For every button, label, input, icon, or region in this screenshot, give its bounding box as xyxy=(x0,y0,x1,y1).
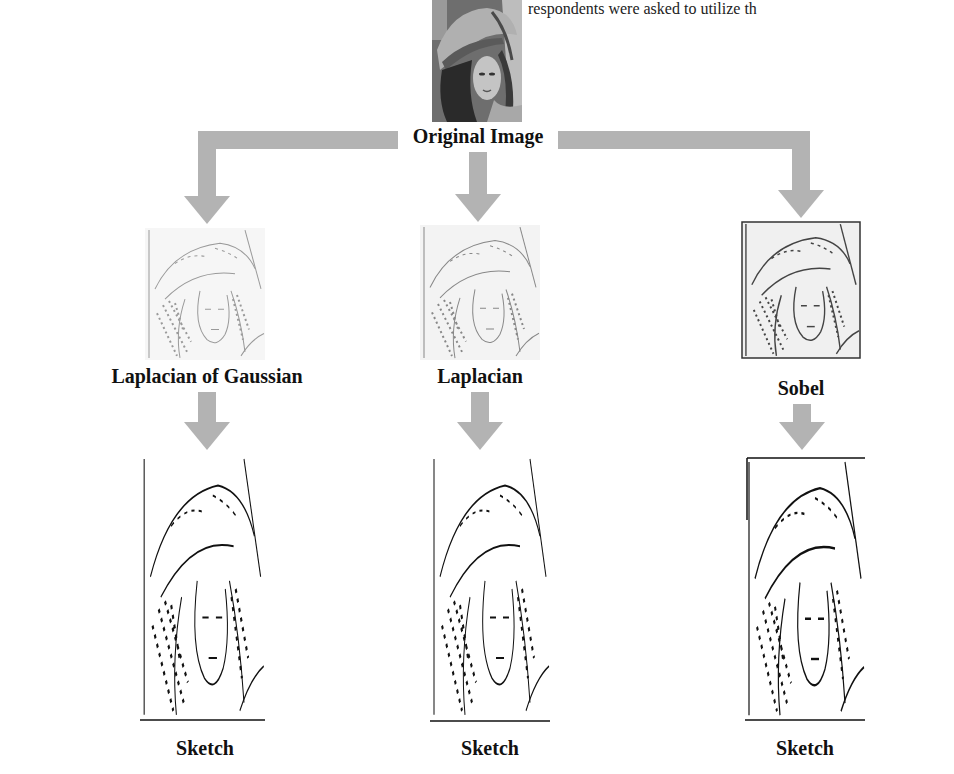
sketch-image xyxy=(745,458,865,720)
flow-arrow xyxy=(455,152,501,222)
image-panel: Sobel xyxy=(726,220,876,400)
image-caption: Sobel xyxy=(778,376,825,400)
sketch-lines xyxy=(434,459,549,715)
image-area xyxy=(400,0,556,124)
photo-eye xyxy=(489,73,495,76)
image-caption: Original Image xyxy=(413,124,544,148)
laplacian-image xyxy=(420,225,540,360)
image-ground xyxy=(742,222,860,358)
arrow-head xyxy=(457,422,503,450)
flow-arrow xyxy=(558,140,824,218)
photo-shoulder xyxy=(487,100,522,122)
arrow-shaft xyxy=(469,152,487,195)
image-caption: Sketch xyxy=(461,736,519,760)
image-caption: Laplacian of Gaussian xyxy=(111,364,302,388)
sketch-image xyxy=(430,459,550,721)
image-panel: Sketch xyxy=(730,452,880,760)
photo-feather xyxy=(492,12,512,60)
sobel-image xyxy=(742,222,860,358)
photo-face xyxy=(473,56,501,100)
running-text: respondents were asked to utilize th xyxy=(528,0,757,18)
image-caption: Laplacian xyxy=(437,364,523,388)
photo-ground xyxy=(432,0,522,122)
image-panel: Laplacian xyxy=(405,224,555,388)
image-panel: Sketch xyxy=(130,452,280,760)
arrow-shaft xyxy=(471,392,489,423)
original-photo xyxy=(432,0,522,122)
edge-lines xyxy=(746,224,859,356)
image-area xyxy=(415,452,565,736)
sketch-lines xyxy=(749,462,864,715)
edge-lines xyxy=(424,227,539,358)
photo-eye xyxy=(479,73,485,76)
sketch-frame xyxy=(745,458,865,720)
sketch-baseline xyxy=(140,719,265,721)
photo-hair xyxy=(440,60,477,122)
arrow-shaft xyxy=(793,404,811,423)
image-panel: Laplacian of Gaussian xyxy=(102,226,312,388)
photo-mouth xyxy=(483,90,491,92)
arrow-head xyxy=(778,190,824,218)
image-area xyxy=(405,224,555,364)
image-ground xyxy=(420,225,540,360)
arrow-head xyxy=(779,422,825,450)
sketch-lines xyxy=(144,459,264,715)
flow-arrow xyxy=(457,392,503,450)
image-ground xyxy=(145,228,265,360)
image-caption: Sketch xyxy=(776,736,834,760)
flow-arrow xyxy=(184,140,398,224)
image-area xyxy=(730,452,880,736)
sketch-baseline xyxy=(430,720,550,722)
image-caption: Sketch xyxy=(176,736,234,760)
arrow-head xyxy=(184,196,230,224)
flow-arrow xyxy=(779,404,825,450)
sketch-image xyxy=(140,459,265,720)
arrow-shaft xyxy=(558,140,801,191)
laplacian-of-gaussian-image xyxy=(145,228,265,360)
arrow-shaft xyxy=(207,140,398,197)
arrow-shaft xyxy=(198,392,216,423)
flow-arrow xyxy=(184,392,230,450)
arrow-head xyxy=(184,422,230,450)
edge-lines xyxy=(149,230,264,358)
arrow-head xyxy=(455,194,501,222)
image-panel: Sketch xyxy=(415,452,565,760)
image-area xyxy=(726,220,876,376)
image-panel: Original Image xyxy=(400,0,556,148)
image-area xyxy=(130,452,280,736)
image-area xyxy=(102,226,312,364)
